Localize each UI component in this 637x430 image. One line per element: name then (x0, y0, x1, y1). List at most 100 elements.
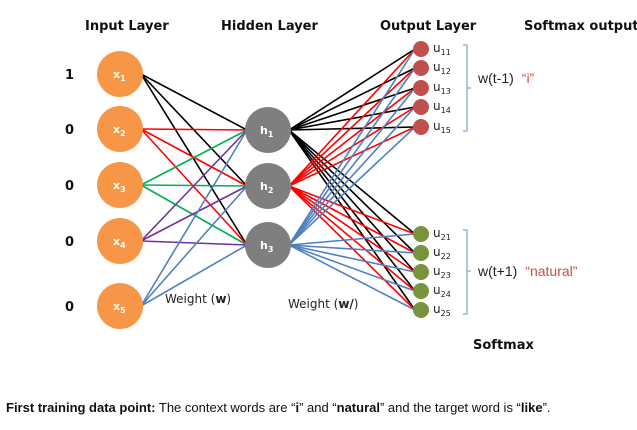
hidden-node-h1: h1 (245, 107, 291, 153)
context-word-1: “i” (522, 70, 535, 86)
output-node-label: u21 (433, 226, 451, 242)
input-node-circle (97, 283, 143, 329)
context-position-1: w(t-1) (477, 70, 514, 86)
edge-x5-h2 (140, 185, 248, 307)
caption-text-2: ” and “ (299, 400, 337, 415)
output-node-u24: u24 (413, 283, 451, 299)
edge-h3-u13 (288, 87, 416, 246)
edge-x5-h1 (140, 129, 248, 307)
input-node-x3: x3 (97, 162, 143, 208)
output-node-label: u24 (433, 283, 451, 299)
edge-h1-u13 (288, 87, 416, 131)
hidden-output-edges (288, 48, 416, 311)
edge-h2-u23 (288, 185, 416, 273)
edge-h3-u23 (288, 244, 416, 273)
bracket-group-1 (463, 44, 471, 132)
edge-h3-u15 (288, 126, 416, 246)
input-node-x2: x2 (97, 106, 143, 152)
hidden-node-circle (245, 222, 291, 268)
output-node-label: u12 (433, 60, 451, 76)
edge-h3-u11 (288, 48, 416, 246)
weight-w-label: Weight (w) (165, 292, 231, 306)
hidden-node-h2: h2 (245, 163, 291, 209)
output-node-label: u25 (433, 302, 451, 318)
output-node-u14: u14 (413, 99, 451, 115)
output-node-label: u22 (433, 245, 451, 261)
edge-x5-h3 (140, 244, 248, 307)
output-node-circle (413, 41, 429, 57)
caption-lead: First training data point: (6, 400, 156, 415)
edge-x1-h3 (140, 73, 248, 246)
edge-h1-u22 (288, 129, 416, 254)
output-node-label: u14 (433, 99, 451, 115)
softmax-output-header: Softmax output (524, 19, 637, 34)
softmax-label: Softmax (473, 338, 534, 353)
output-node-circle (413, 302, 429, 318)
input-node-x5: x5 (97, 283, 143, 329)
input-node-x1: x1 (97, 51, 143, 97)
edge-x1-h1 (140, 73, 248, 131)
output-node-circle (413, 99, 429, 115)
input-value-x4: 0 (65, 235, 74, 250)
edge-h2-u25 (288, 185, 416, 311)
edge-h2-u24 (288, 185, 416, 292)
output-node-circle (413, 80, 429, 96)
caption-word-i: i (295, 400, 300, 415)
weight-w-prefix: Weight ( (165, 292, 215, 306)
output-node-circle (413, 283, 429, 299)
input-node-circle (97, 218, 143, 264)
edge-h3-u21 (288, 233, 416, 246)
edge-h2-u21 (288, 185, 416, 235)
output-node-circle (413, 226, 429, 242)
network-nodes: x11x20x30x40x50h1h2h3u11u12u13u14u15u21u… (65, 41, 451, 329)
edge-h3-u24 (288, 244, 416, 292)
edge-h3-u14 (288, 106, 416, 246)
edge-x3-h3 (140, 184, 248, 246)
context-label-1: w(t-1) “i” (477, 70, 535, 86)
input-value-x2: 0 (65, 123, 74, 138)
edge-h2-u22 (288, 185, 416, 254)
output-node-label: u15 (433, 119, 451, 135)
edge-h3-u22 (288, 244, 416, 254)
edge-x4-h3 (140, 240, 248, 246)
output-layer-header: Output Layer (380, 19, 477, 34)
output-node-u21: u21 (413, 226, 451, 242)
output-node-u15: u15 (413, 119, 451, 135)
caption-text-4: ”. (542, 400, 551, 415)
output-node-label: u23 (433, 264, 451, 280)
output-node-circle (413, 264, 429, 280)
input-value-x5: 0 (65, 300, 74, 315)
edge-x3-h1 (140, 129, 248, 186)
edge-h1-u23 (288, 129, 416, 273)
input-hidden-edges (140, 73, 248, 307)
weight-w-symbol: w (215, 292, 226, 306)
input-node-circle (97, 106, 143, 152)
edge-x4-h1 (140, 129, 248, 242)
edge-x2-h3 (140, 128, 248, 246)
hidden-node-circle (245, 163, 291, 209)
output-node-label: u13 (433, 80, 451, 96)
output-node-u23: u23 (413, 264, 451, 280)
context-word-2: “natural” (525, 263, 577, 279)
input-node-circle (97, 162, 143, 208)
hidden-node-h3: h3 (245, 222, 291, 268)
edge-h1-u11 (288, 48, 416, 131)
output-node-label: u11 (433, 41, 451, 57)
edge-h1-u12 (288, 67, 416, 131)
output-node-u13: u13 (413, 80, 451, 96)
weight-wp-prefix: Weight ( (288, 297, 338, 311)
output-node-circle (413, 119, 429, 135)
input-node-circle (97, 51, 143, 97)
edge-h2-u13 (288, 87, 416, 187)
hidden-layer-header: Hidden Layer (221, 19, 318, 34)
edge-h2-u12 (288, 67, 416, 187)
edge-x4-h2 (140, 185, 248, 242)
edge-h2-u11 (288, 48, 416, 187)
caption-word-like: like (520, 400, 543, 415)
weight-w-prime-label: Weight (w/) (288, 297, 358, 311)
context-label-2: w(t+1)“natural” (477, 263, 578, 279)
output-node-u25: u25 (413, 302, 451, 318)
edge-h3-u12 (288, 67, 416, 246)
output-node-circle (413, 60, 429, 76)
